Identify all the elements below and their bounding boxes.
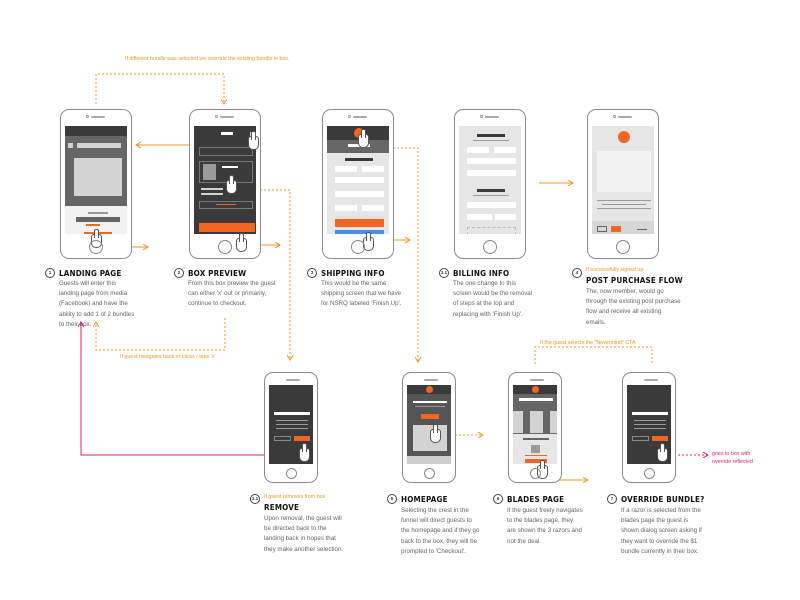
step-description: Upon removal, the guest will be directed… bbox=[264, 515, 344, 553]
step-description: The, now member, would go through the ex… bbox=[586, 288, 681, 326]
continue-button[interactable] bbox=[335, 219, 384, 227]
step-title: BOX PREVIEW bbox=[188, 268, 247, 278]
phone-post-purchase bbox=[587, 109, 659, 259]
step-title: LANDING PAGE bbox=[59, 268, 122, 278]
phone-box-preview bbox=[189, 109, 261, 259]
step-title: OVERRIDE BUNDLE? bbox=[621, 494, 705, 504]
phone-billing-info bbox=[454, 109, 526, 259]
step-badge: 7 bbox=[607, 494, 617, 504]
step-badge: 2 bbox=[174, 268, 184, 278]
step-description: From this box preview the guest can eith… bbox=[188, 280, 276, 308]
step-badge: 3 bbox=[307, 268, 317, 278]
step-badge: 6 bbox=[493, 494, 503, 504]
phone-override-bundle bbox=[622, 372, 676, 483]
step-title: POST PURCHASE FLOW bbox=[586, 275, 683, 285]
connector-different-bundle bbox=[95, 73, 224, 104]
step-title: BLADES PAGE bbox=[507, 494, 565, 504]
phone-remove bbox=[264, 372, 318, 483]
annotation-different-bundle: If different bundle was selected we over… bbox=[125, 56, 290, 62]
annotation-nevermind: If the guest selects the "Nevermind" CTA bbox=[540, 340, 636, 346]
step-title: HOMEPAGE bbox=[401, 494, 448, 504]
paypal-button[interactable] bbox=[335, 230, 384, 234]
step-title: REMOVE bbox=[264, 502, 300, 512]
step-title: BILLING INFO bbox=[453, 268, 510, 278]
step-description: If a razor is selected from the blades p… bbox=[621, 507, 702, 555]
phone-homepage bbox=[402, 372, 456, 483]
step-badge: 1 bbox=[45, 268, 55, 278]
override-button[interactable] bbox=[652, 436, 668, 441]
step-badge: 3.1 bbox=[439, 268, 449, 278]
step-description: The one change to this screen would be t… bbox=[453, 280, 533, 318]
step-badge: 2.1 bbox=[250, 494, 260, 504]
step-description: Guests will enter this landing page from… bbox=[59, 280, 135, 328]
step-condition: If guest removes from box bbox=[264, 494, 326, 500]
annotation-navigates-back: If guest navigates back or clicks / taps… bbox=[120, 354, 216, 360]
step-condition: If successfully signed up bbox=[586, 267, 644, 273]
phone-landing-page bbox=[60, 109, 132, 259]
remove-confirm-button[interactable] bbox=[294, 436, 310, 441]
phone-shipping-info bbox=[322, 109, 394, 259]
step-description: This would be the same shipping screen t… bbox=[321, 280, 402, 308]
connector-nevermind bbox=[534, 346, 653, 364]
crest-logo[interactable] bbox=[354, 128, 364, 138]
annotation-override-reflected: goes to box with override reflected bbox=[712, 451, 753, 465]
checkout-button[interactable] bbox=[199, 223, 255, 232]
step-description: If the guest freely navigates to the bla… bbox=[507, 507, 583, 545]
step-badge: 5 bbox=[387, 494, 397, 504]
step-badge: 4 bbox=[572, 268, 582, 278]
step-title: SHIPPING INFO bbox=[321, 268, 385, 278]
phone-blades-page bbox=[508, 372, 562, 483]
step-description: Selecting the crest in the funnel will d… bbox=[401, 507, 480, 555]
nevermind-button[interactable] bbox=[632, 436, 649, 441]
